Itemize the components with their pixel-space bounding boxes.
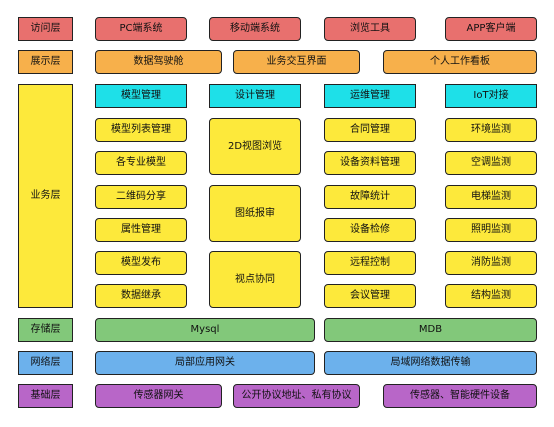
meeting-management: 会议管理: [324, 284, 416, 308]
model-publish: 模型发布: [95, 251, 187, 275]
drawing-review: 图纸报审: [209, 185, 301, 242]
qr-code-share: 二维码分享: [95, 185, 187, 209]
discipline-models: 各专业模型: [95, 151, 187, 175]
base-protocol: 公开协议地址、私有协议: [233, 384, 360, 408]
display-interaction: 业务交互界面: [233, 50, 360, 74]
business-header-model: 模型管理: [95, 84, 187, 108]
base-devices: 传感器、智能硬件设备: [383, 384, 537, 408]
storage-mysql: Mysql: [95, 318, 315, 342]
business-header-design: 设计管理: [209, 84, 301, 108]
hvac-monitoring: 空调监测: [445, 151, 537, 175]
fault-statistics: 故障统计: [324, 185, 416, 209]
network-gateway: 局部应用网关: [95, 351, 315, 375]
equipment-docs-management: 设备资料管理: [324, 151, 416, 175]
data-inheritance: 数据继承: [95, 284, 187, 308]
access-browser-tool: 浏览工具: [324, 17, 416, 41]
lighting-monitoring: 照明监测: [445, 218, 537, 242]
layer-label-business: 业务层: [18, 84, 73, 308]
display-personal-board: 个人工作看板: [383, 50, 537, 74]
structure-monitoring: 结构监测: [445, 284, 537, 308]
storage-mdb: MDB: [324, 318, 537, 342]
layer-label-base: 基础层: [18, 384, 73, 408]
remote-control: 远程控制: [324, 251, 416, 275]
layer-label-display: 展示层: [18, 50, 73, 74]
network-lan-transfer: 局域网络数据传输: [324, 351, 537, 375]
business-header-ops: 运维管理: [324, 84, 416, 108]
contract-management: 合同管理: [324, 118, 416, 142]
display-dashboard: 数据驾驶舱: [95, 50, 222, 74]
equipment-maintenance: 设备检修: [324, 218, 416, 242]
base-sensor-gateway: 传感器网关: [95, 384, 222, 408]
attribute-management: 属性管理: [95, 218, 187, 242]
layer-label-network: 网络层: [18, 351, 73, 375]
fire-monitoring: 消防监测: [445, 251, 537, 275]
access-app-client: APP客户端: [445, 17, 537, 41]
access-mobile-system: 移动端系统: [209, 17, 301, 41]
business-header-iot: IoT对接: [445, 84, 537, 108]
model-list-management: 模型列表管理: [95, 118, 187, 142]
elevator-monitoring: 电梯监测: [445, 185, 537, 209]
viewpoint-collaboration: 视点协同: [209, 251, 301, 308]
layer-label-access: 访问层: [18, 17, 73, 41]
2d-view-browse: 2D视图浏览: [209, 118, 301, 175]
access-pc-system: PC端系统: [95, 17, 187, 41]
layer-label-storage: 存储层: [18, 318, 73, 342]
environment-monitoring: 环境监测: [445, 118, 537, 142]
